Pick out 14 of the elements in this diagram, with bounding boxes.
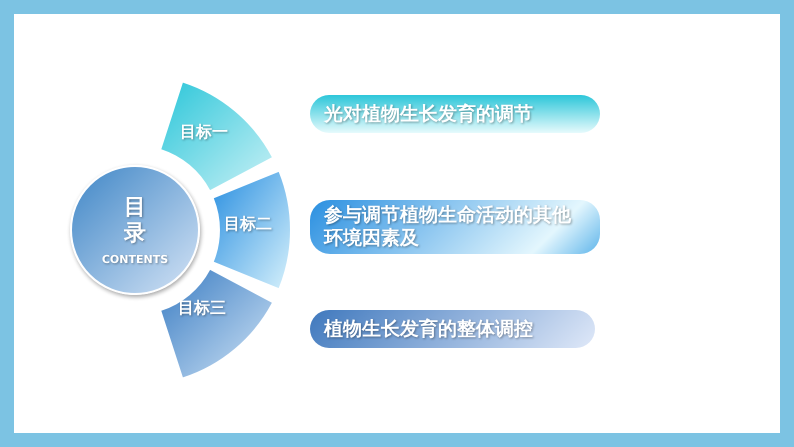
sector-shape (161, 82, 272, 190)
topic-pill (310, 310, 595, 348)
contents-subtitle: CONTENTS (102, 252, 168, 266)
sector-label: 目标一 (180, 122, 228, 143)
sector-shape (214, 172, 290, 288)
topic-title: 光对植物生长发育的调节 (324, 102, 533, 126)
topic-title: 植物生长发育的整体调控 (324, 318, 533, 340)
topic-pill (310, 95, 600, 133)
sector-label: 目标三 (178, 298, 226, 319)
sector-label: 目标二 (224, 214, 272, 235)
topic-pill (310, 200, 600, 254)
topic-title: 参与调节植物生命活动的其他环境因素及 (324, 204, 572, 250)
sector-shape (161, 270, 272, 378)
contents-heading: 目录 (123, 194, 147, 246)
